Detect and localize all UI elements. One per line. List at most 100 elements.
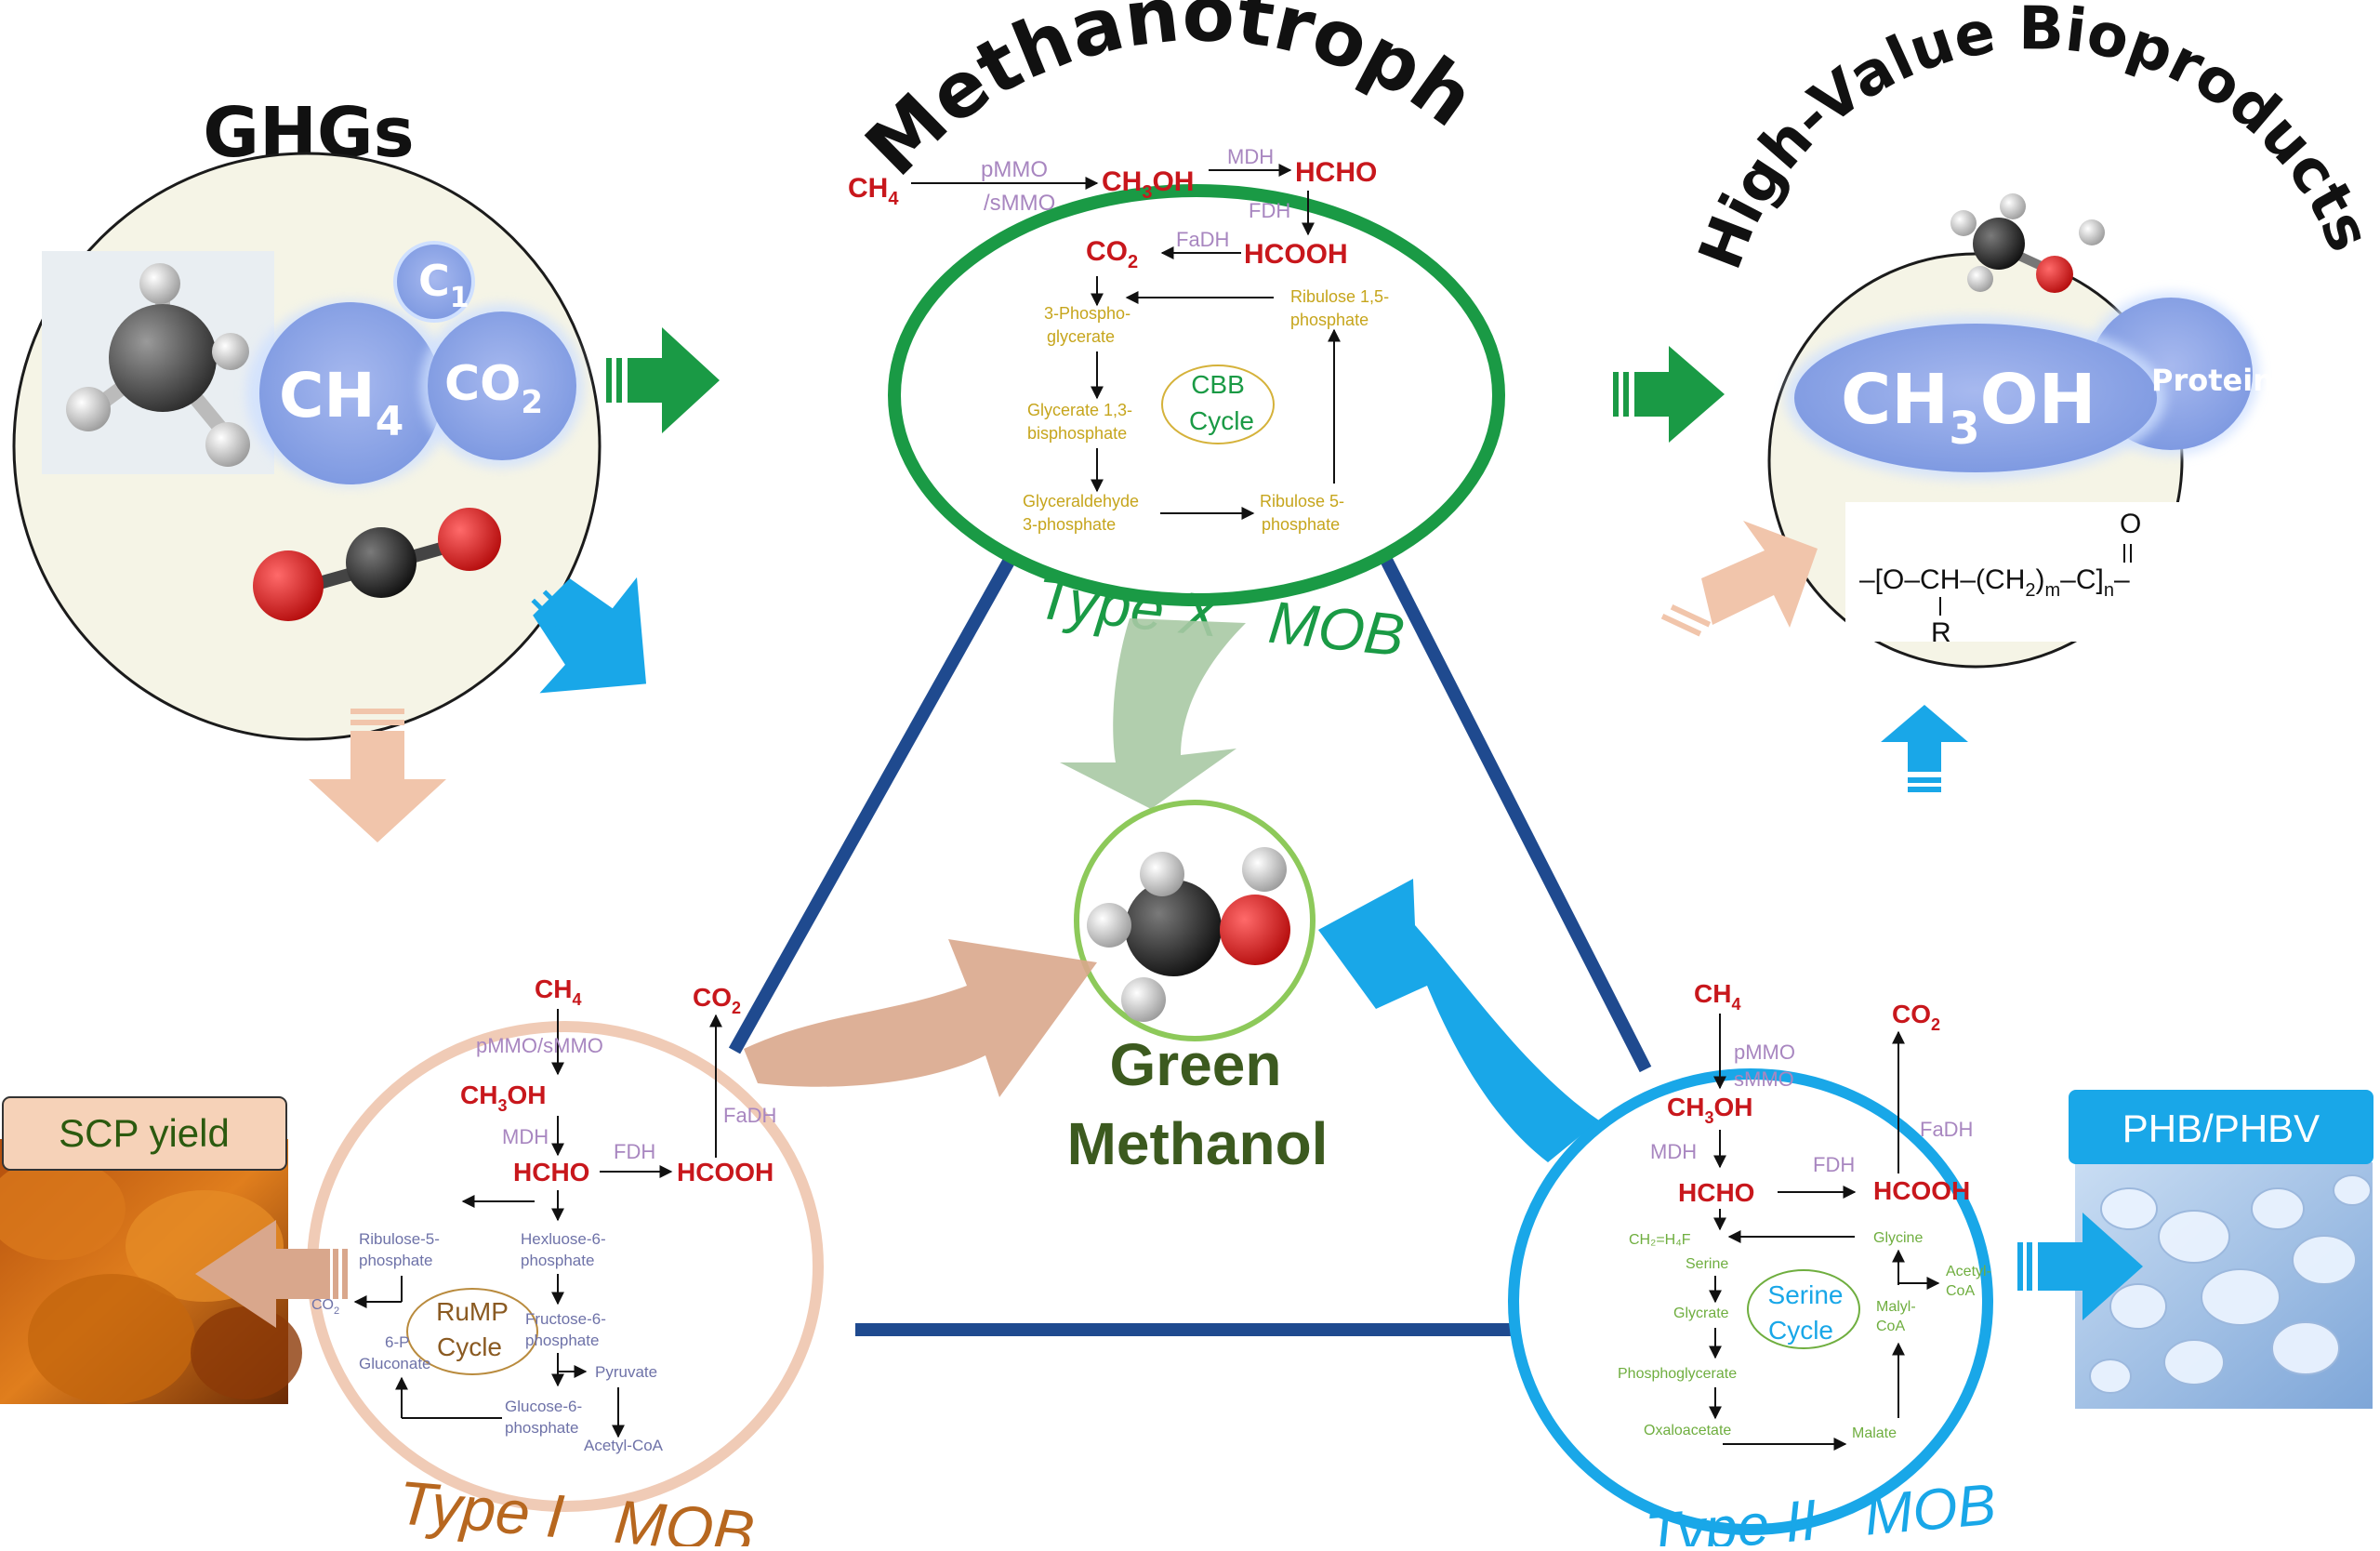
t2-ch3oh: CH3OH bbox=[1667, 1093, 1752, 1127]
t1-hcho: HCHO bbox=[513, 1158, 589, 1186]
t2-glycrate: Glycrate bbox=[1673, 1306, 1729, 1321]
t1-co2: CO2 bbox=[693, 983, 741, 1017]
scp-panel: SCP yield bbox=[0, 1096, 302, 1404]
tx-ch4: CH4 bbox=[848, 173, 899, 209]
t1-cycle-a: RuMP bbox=[436, 1297, 509, 1326]
t2-hcho: HCHO bbox=[1678, 1178, 1754, 1207]
polymer-box bbox=[1845, 502, 2180, 642]
central-triangle bbox=[728, 550, 1652, 1336]
methanol-molecule-icon bbox=[1087, 847, 1290, 1022]
t1-f6p-b: phosphate bbox=[525, 1332, 599, 1349]
poly-formula: –[O–CH–(CH2)m–C]n– bbox=[1859, 564, 2130, 601]
tx-fdh: FDH bbox=[1249, 199, 1290, 222]
t2-oxaloacetate: Oxaloacetate bbox=[1644, 1423, 1731, 1438]
serine-cycle-ring bbox=[1747, 1269, 1860, 1349]
t1-acetyl: Acetyl-CoA bbox=[584, 1437, 664, 1454]
t1-gluc-a: 6-P bbox=[385, 1333, 409, 1351]
type2-circle bbox=[1508, 1068, 1993, 1535]
bio-protein-label: Protein bbox=[2151, 363, 2274, 398]
t2-ch4: CH4 bbox=[1694, 979, 1740, 1014]
bioproducts-title: High-Value Bioproducts bbox=[1686, 0, 2380, 278]
tx-gbp-b: bisphosphate bbox=[1027, 424, 1127, 443]
t2-hcooh: HCOOH bbox=[1873, 1176, 1970, 1205]
t1-g6p-a: Glucose-6- bbox=[505, 1398, 582, 1415]
tx-cycle-b: Cycle bbox=[1189, 406, 1254, 435]
blue-up-arrow bbox=[1881, 705, 1968, 792]
t2-serine: Serine bbox=[1686, 1256, 1728, 1272]
tx-hcho: HCHO bbox=[1295, 157, 1377, 188]
methanol-line1: Green bbox=[1110, 1031, 1282, 1098]
phb-label: PHB/PHBV bbox=[2122, 1107, 2320, 1150]
t1-fdh: FDH bbox=[614, 1140, 655, 1163]
t2-cycle-a: Serine bbox=[1768, 1280, 1844, 1309]
t1-pyruvate: Pyruvate bbox=[595, 1363, 657, 1381]
phb-panel: PHB/PHBV bbox=[2069, 1090, 2373, 1409]
t2-malate: Malate bbox=[1852, 1425, 1897, 1441]
t1-rib5p-a: Ribulose-5- bbox=[359, 1230, 440, 1248]
phb-label-box bbox=[2069, 1090, 2373, 1164]
t2-smmo: sMMO bbox=[1734, 1067, 1794, 1091]
typex-to-bioproducts-arrow bbox=[1613, 346, 1725, 443]
t2-fdh: FDH bbox=[1813, 1153, 1855, 1176]
t1-pmmo: pMMO/sMMO bbox=[476, 1034, 603, 1057]
t1-hcooh: HCOOH bbox=[677, 1158, 774, 1186]
c1-label: C1 bbox=[418, 256, 469, 314]
type-x-circle bbox=[888, 184, 1505, 606]
methanol-line2: Methanol bbox=[1067, 1110, 1329, 1177]
t2-ch2h4f: CH₂=H₄F bbox=[1629, 1232, 1691, 1248]
poly-r: R bbox=[1931, 617, 1951, 648]
type2-panel: CH4 CO2 pMMO sMMO CH3OH MDH HCHO FDH HCO… bbox=[1508, 979, 1999, 1551]
t1-fadh: FaDH bbox=[723, 1104, 776, 1127]
type1-to-scp-arrow bbox=[195, 1220, 348, 1328]
tx-gbp-a: Glycerate 1,3- bbox=[1027, 401, 1132, 419]
co2-bubble bbox=[428, 312, 576, 460]
co2-label: CO2 bbox=[444, 356, 543, 421]
tx-cycle-a: CBB bbox=[1191, 370, 1245, 399]
green-methanol-node: Green Methanol bbox=[1067, 800, 1329, 1177]
ch4-bubble bbox=[259, 302, 442, 484]
ch4-label: CH4 bbox=[279, 360, 403, 445]
scp-label: SCP yield bbox=[59, 1111, 230, 1155]
tx-r5p-b: phosphate bbox=[1262, 515, 1340, 534]
rump-cycle-ring bbox=[406, 1288, 538, 1375]
ghgs-peach-arrow bbox=[309, 709, 446, 842]
tx-pmmo: pMMO bbox=[981, 157, 1048, 182]
methanol-molecule-small-icon bbox=[1950, 193, 2105, 293]
t1-cycle-b: Cycle bbox=[437, 1332, 502, 1361]
t1-hex6p-a: Hexluose-6- bbox=[521, 1230, 606, 1248]
co2-molecule-icon bbox=[253, 508, 501, 621]
scp-label-box bbox=[2, 1096, 287, 1171]
t2-pmmo: pMMO bbox=[1734, 1041, 1795, 1064]
type2-to-phb-arrow bbox=[2017, 1213, 2143, 1320]
tx-fadh: FaDH bbox=[1176, 228, 1229, 251]
tx-co2: CO2 bbox=[1086, 236, 1138, 272]
t2-malyl-a: Malyl- bbox=[1876, 1299, 1916, 1315]
tx-pg3-a: 3-Phospho- bbox=[1044, 304, 1130, 323]
methane-molecule-icon bbox=[66, 263, 250, 467]
t1-hex6p-b: phosphate bbox=[521, 1252, 594, 1269]
type1-panel: CH4 CO2 pMMO/sMMO CH3OH MDH HCHO FDH HCO… bbox=[307, 974, 824, 1551]
tx-g3p-b: 3-phosphate bbox=[1023, 515, 1116, 534]
t1-g6p-b: phosphate bbox=[505, 1419, 578, 1437]
poly-o: O bbox=[2120, 509, 2141, 539]
t1-co2-small: CO2 bbox=[311, 1297, 339, 1317]
t2-acetyl-b: CoA bbox=[1946, 1283, 1975, 1299]
tx-pg3-b: glycerate bbox=[1047, 327, 1115, 346]
t2-cycle-b: Cycle bbox=[1768, 1316, 1833, 1345]
t1-ch3oh: CH3OH bbox=[460, 1080, 546, 1115]
tx-mdh: MDH bbox=[1227, 145, 1274, 168]
t1-rib5p-b: phosphate bbox=[359, 1252, 432, 1269]
t2-phosphoglycerate: Phosphoglycerate bbox=[1618, 1366, 1737, 1382]
ghgs-panel: GHGs C1 CH4 CO2 bbox=[12, 93, 602, 741]
t1-gluc-b: Gluconate bbox=[359, 1355, 431, 1372]
peach-to-bioproducts-arrow bbox=[1660, 521, 1818, 637]
tx-ribp-b: phosphate bbox=[1290, 311, 1368, 329]
tx-smmo: /sMMO bbox=[984, 191, 1055, 216]
ch3oh-bubble bbox=[1794, 324, 2157, 472]
t1-f6p-a: Fructose-6- bbox=[525, 1310, 606, 1328]
t2-fadh: FaDH bbox=[1920, 1118, 1973, 1141]
ghgs-green-arrow bbox=[606, 327, 720, 433]
ghgs-blue-arrow bbox=[531, 577, 647, 694]
